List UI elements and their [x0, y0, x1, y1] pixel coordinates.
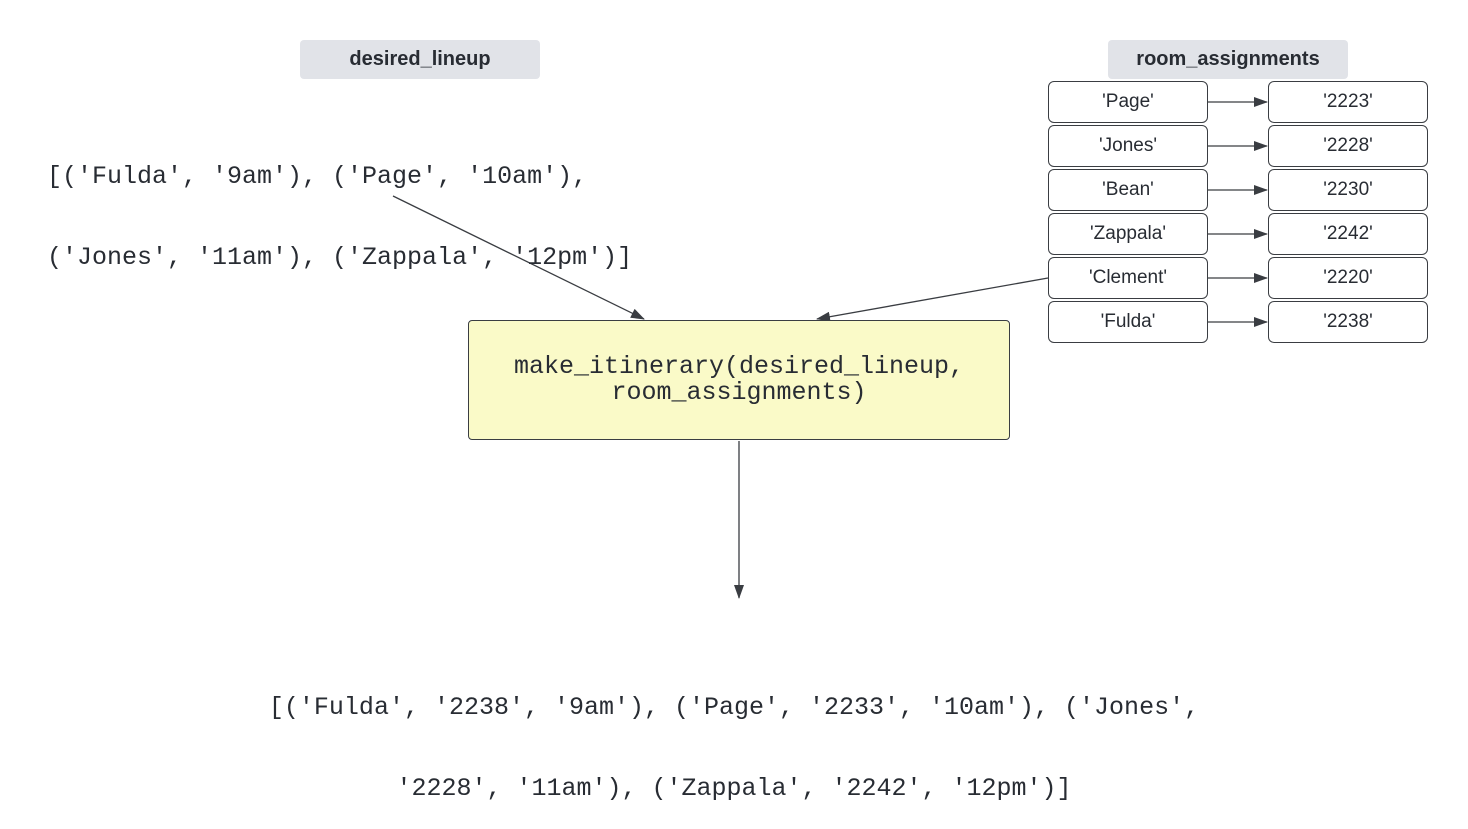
room-value-cell: '2228'	[1268, 125, 1428, 167]
room-key-cell: 'Bean'	[1048, 169, 1208, 211]
arrow-rooms-to-function	[816, 277, 1049, 322]
room-value-cell: '2220'	[1268, 257, 1428, 299]
make-itinerary-call-box: make_itinerary(desired_lineup, room_assi…	[468, 320, 1010, 440]
map-arrows	[1208, 97, 1268, 327]
room-key-cell: 'Fulda'	[1048, 301, 1208, 343]
desired-lineup-line-1: [('Fulda', '9am'), ('Page', '10am'),	[47, 162, 588, 191]
result-line-2: '2228', '11am'), ('Zappala', '2242', '12…	[396, 774, 1072, 803]
room-key-cell: 'Page'	[1048, 81, 1208, 123]
desired-lineup-label: desired_lineup	[300, 40, 540, 79]
room-key-cell: 'Zappala'	[1048, 213, 1208, 255]
arrow-lineup-to-function	[392, 195, 645, 320]
room-value-cell: '2238'	[1268, 301, 1428, 343]
connector-layer	[392, 97, 1268, 599]
result-literal: [('Fulda', '2238', '9am'), ('Page', '223…	[0, 640, 1468, 829]
room-value-cell: '2242'	[1268, 213, 1428, 255]
function-call-line-1: make_itinerary(desired_lineup,	[513, 352, 965, 381]
desired-lineup-line-2: ('Jones', '11am'), ('Zappala', '12pm')]	[47, 243, 633, 272]
result-line-1: [('Fulda', '2238', '9am'), ('Page', '223…	[268, 693, 1200, 722]
room-value-cell: '2230'	[1268, 169, 1428, 211]
room-key-cell: 'Clement'	[1048, 257, 1208, 299]
room-assignments-label: room_assignments	[1108, 40, 1348, 79]
function-call-line-2: room_assignments)	[611, 378, 867, 407]
desired-lineup-literal: [('Fulda', '9am'), ('Page', '10am'), ('J…	[47, 109, 632, 298]
room-key-cell: 'Jones'	[1048, 125, 1208, 167]
room-value-cell: '2223'	[1268, 81, 1428, 123]
